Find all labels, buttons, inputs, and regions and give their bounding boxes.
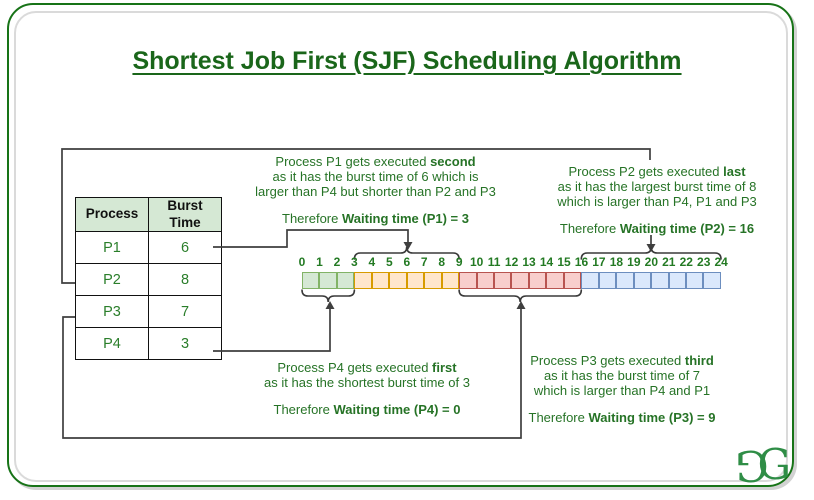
timeline-cell-p4 bbox=[336, 272, 355, 289]
timeline-cell-p3 bbox=[493, 272, 512, 289]
timeline-tick: 12 bbox=[504, 255, 519, 269]
table-cell: 7 bbox=[148, 295, 222, 328]
logo-g-rotated: G bbox=[734, 441, 769, 490]
page-title: Shortest Job First (SJF) Scheduling Algo… bbox=[132, 47, 682, 75]
timeline-tick: 21 bbox=[662, 255, 676, 269]
timeline-cell-p2 bbox=[685, 272, 704, 289]
logo-g: G bbox=[757, 440, 791, 489]
timeline-tick: 17 bbox=[592, 255, 606, 269]
timeline-tick: 6 bbox=[403, 255, 411, 269]
timeline-cell-p4 bbox=[302, 272, 320, 289]
timeline-tick: 14 bbox=[539, 255, 554, 269]
table-cell: 3 bbox=[148, 327, 222, 360]
table-cell: 8 bbox=[148, 263, 222, 296]
timeline-tick: 18 bbox=[609, 255, 624, 269]
annotation-p2: Process P2 gets executed last as it has … bbox=[528, 164, 786, 236]
timeline-cell-p2 bbox=[598, 272, 617, 289]
timeline-tick: 24 bbox=[714, 255, 728, 269]
timeline-cell-p2 bbox=[668, 272, 686, 289]
annotation-p1: Process P1 gets executed second as it ha… bbox=[228, 154, 523, 226]
timeline-cell-p1 bbox=[406, 272, 425, 289]
table-header-cell: Burst Time bbox=[148, 197, 222, 232]
timeline-tick: 11 bbox=[487, 255, 501, 269]
timeline-cell-p1 bbox=[354, 272, 372, 289]
timeline-tick: 0 bbox=[298, 255, 306, 269]
table-cell: P2 bbox=[75, 263, 149, 296]
timeline-tick: 9 bbox=[455, 255, 463, 269]
timeline-cell-p1 bbox=[389, 272, 407, 289]
annotation-p3-line2: as it has the burst time of 7 bbox=[543, 368, 701, 383]
annotation-p2-line1: Process P2 gets executed last bbox=[568, 164, 746, 179]
timeline-tick: 19 bbox=[627, 255, 641, 269]
timeline-tick: 3 bbox=[351, 255, 358, 269]
table-cell: P1 bbox=[75, 231, 149, 264]
timeline-tick: 2 bbox=[333, 255, 341, 269]
timeline-cell-p1 bbox=[371, 272, 390, 289]
table-header-cell: Process bbox=[75, 197, 149, 232]
annotation-p4-line2: as it has the shortest burst time of 3 bbox=[264, 375, 470, 390]
inner-frame-shadow bbox=[14, 11, 788, 482]
annotation-p4-waiting-time: Therefore Waiting time (P4) = 0 bbox=[273, 402, 461, 417]
annotation-p3: Process P3 gets executed third as it has… bbox=[522, 353, 722, 425]
timeline-tick: 1 bbox=[316, 255, 323, 269]
timeline-cell-p2 bbox=[616, 272, 634, 289]
annotation-p1-waiting-time: Therefore Waiting time (P1) = 3 bbox=[282, 211, 469, 226]
timeline-cell-p2 bbox=[581, 272, 599, 289]
timeline-tick: 23 bbox=[697, 255, 711, 269]
timeline-cell-p2 bbox=[703, 272, 721, 289]
annotation-p1-line1: Process P1 gets executed second bbox=[275, 154, 476, 169]
timeline-cell-p2 bbox=[651, 272, 669, 289]
timeline-tick: 16 bbox=[574, 255, 589, 269]
table-cell: P4 bbox=[75, 327, 149, 360]
annotation-p1-line2: as it has the burst time of 6 which is bbox=[272, 169, 479, 184]
geeksforgeeks-logo-icon: G G bbox=[734, 440, 791, 490]
outer-frame bbox=[7, 3, 794, 487]
timeline-tick: 8 bbox=[438, 255, 446, 269]
timeline-cell-p3 bbox=[476, 272, 494, 289]
annotation-p2-waiting-time: Therefore Waiting time (P2) = 16 bbox=[559, 221, 755, 236]
table-cell: P3 bbox=[75, 295, 149, 328]
timeline-cell-p3 bbox=[563, 272, 582, 289]
annotation-p3-waiting-time: Therefore Waiting time (P3) = 9 bbox=[528, 410, 716, 425]
timeline-cell-p3 bbox=[511, 272, 529, 289]
table-cell: 6 bbox=[148, 231, 222, 264]
timeline-tick: 10 bbox=[469, 255, 484, 269]
timeline-cell-p3 bbox=[528, 272, 547, 289]
timeline-tick: 22 bbox=[679, 255, 693, 269]
timeline-tick: 15 bbox=[557, 255, 571, 269]
timeline-cell-p1 bbox=[441, 272, 460, 289]
timeline-tick: 5 bbox=[385, 255, 393, 269]
annotation-p3-line3: which is larger than P4 and P1 bbox=[533, 383, 711, 398]
timeline-cell-p3 bbox=[459, 272, 477, 289]
timeline-cell-p3 bbox=[546, 272, 564, 289]
annotation-p2-line3: which is larger than P4, P1 and P3 bbox=[557, 194, 757, 209]
timeline-tick: 13 bbox=[522, 255, 536, 269]
annotation-p4: Process P4 gets executed first as it has… bbox=[228, 360, 506, 417]
timeline-cell-p2 bbox=[633, 272, 652, 289]
annotation-p2-line2: as it has the largest burst time of 8 bbox=[557, 179, 757, 194]
annotation-p1-line3: larger than P4 but shorter than P2 and P… bbox=[255, 184, 496, 199]
annotation-p3-line1: Process P3 gets executed third bbox=[530, 353, 714, 368]
timeline-cell-p1 bbox=[424, 272, 442, 289]
timeline-tick: 7 bbox=[420, 255, 428, 269]
timeline-tick: 20 bbox=[644, 255, 659, 269]
timeline-cell-p4 bbox=[319, 272, 337, 289]
timeline-tick: 4 bbox=[368, 255, 376, 269]
timeline-cells bbox=[302, 272, 721, 289]
annotation-p4-line1: Process P4 gets executed first bbox=[277, 360, 457, 375]
